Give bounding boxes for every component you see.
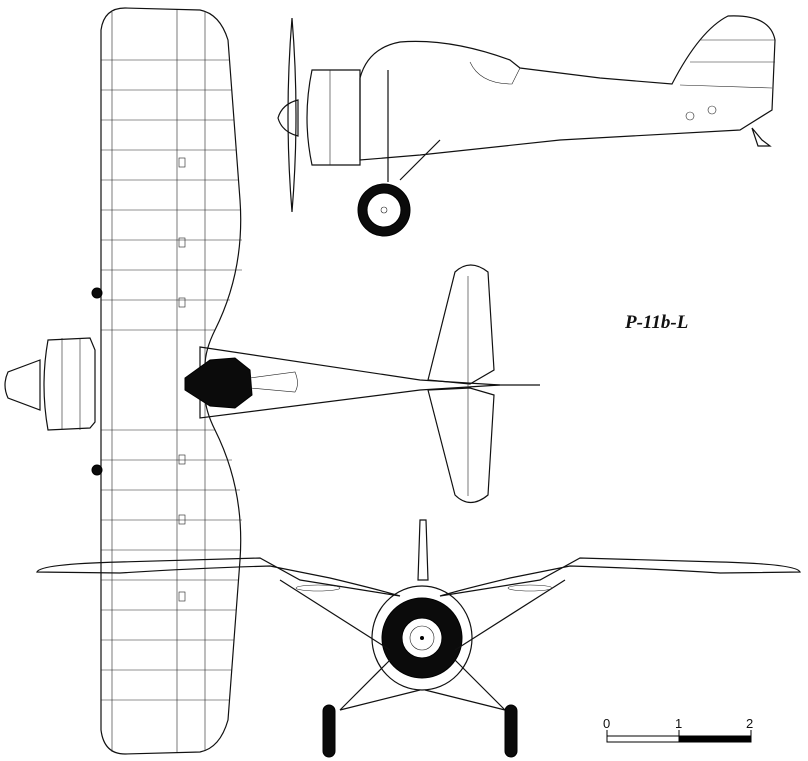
scale-label-2: 2 bbox=[746, 716, 754, 731]
scale-label-0: 0 bbox=[603, 716, 611, 731]
side-view bbox=[277, 15, 776, 237]
scale-label-1: 1 bbox=[675, 716, 683, 731]
front-view bbox=[36, 519, 801, 758]
top-view bbox=[4, 7, 540, 755]
aircraft-designation-label: P-11b-L bbox=[625, 312, 689, 333]
scale-bar bbox=[606, 730, 752, 743]
